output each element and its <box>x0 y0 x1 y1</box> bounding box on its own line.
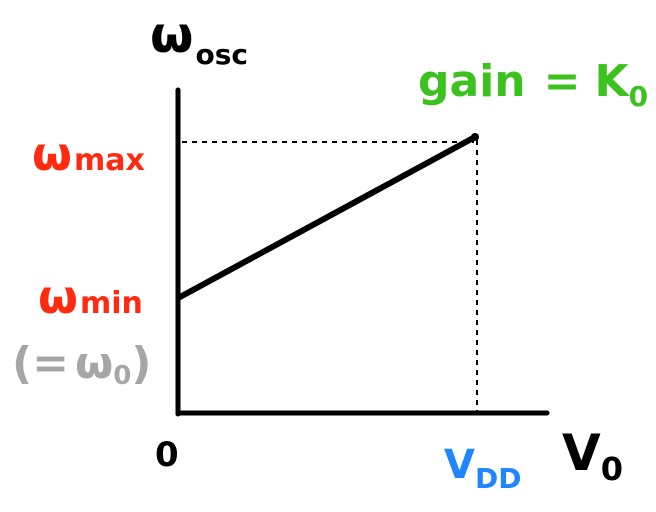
gain-equals: = <box>544 56 581 107</box>
w-min-note: (=ω0) <box>12 338 151 391</box>
w-max-subscript: max <box>74 143 145 178</box>
x-axis-label: V0 <box>562 424 623 488</box>
vdd-subscript: DD <box>475 462 521 495</box>
y-axis-subscript: osc <box>195 38 248 71</box>
gain-label: gain = K0 <box>418 56 648 113</box>
vdd-label: VDD <box>444 442 521 495</box>
x-axis-symbol: V <box>562 424 601 482</box>
origin-label: 0 <box>155 435 179 475</box>
gain-text: gain <box>418 56 526 107</box>
w-min-note-prefix: (= <box>12 338 69 389</box>
w-min-label: ωmin <box>38 270 143 324</box>
w-max-label: ωmax <box>32 127 145 181</box>
transfer-line <box>177 134 478 300</box>
w-max-symbol: ω <box>32 127 72 181</box>
y-axis-symbol: ω <box>150 6 193 64</box>
vdd-symbol: V <box>444 442 475 488</box>
y-axis-label: ωosc <box>150 6 248 71</box>
gain-subscript: 0 <box>629 80 648 113</box>
transfer-line-end-dot <box>471 133 479 141</box>
gain-symbol: K <box>594 56 630 107</box>
w-min-note-subscript: 0 <box>113 361 131 391</box>
w-min-note-suffix: ) <box>131 338 151 389</box>
w-min-note-symbol: ω <box>75 338 113 389</box>
x-axis-subscript: 0 <box>601 450 623 488</box>
w-min-symbol: ω <box>38 270 78 324</box>
w-min-subscript: min <box>80 286 143 321</box>
